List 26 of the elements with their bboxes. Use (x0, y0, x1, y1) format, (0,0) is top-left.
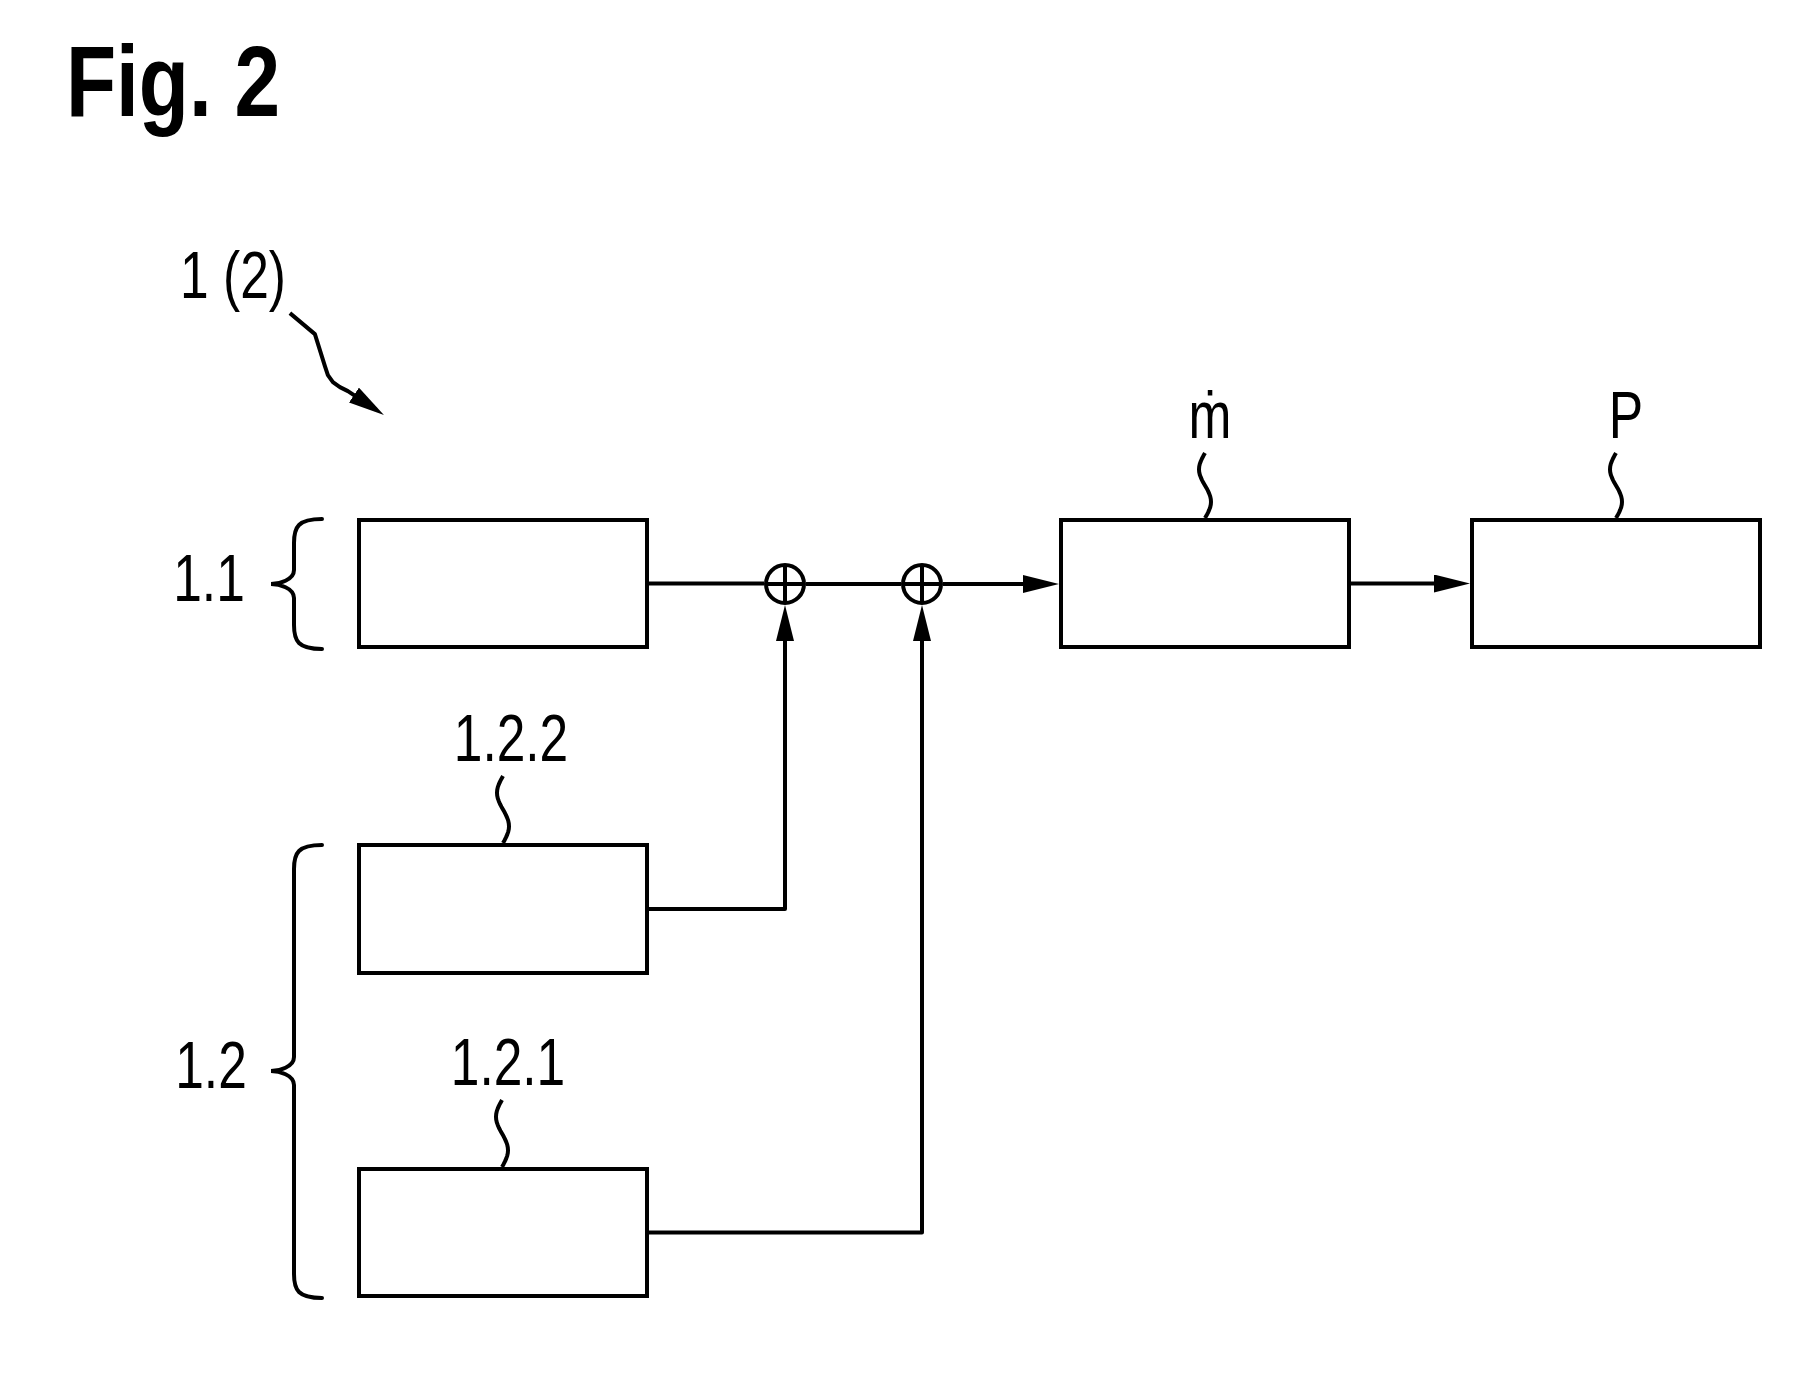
summing-junction (764, 563, 806, 605)
reference-numeral: 1.2.2 (453, 702, 569, 777)
leader-line (494, 1099, 510, 1168)
function-block (357, 1167, 649, 1298)
function-block (357, 518, 649, 649)
arrow (649, 605, 794, 911)
leader-arrow (288, 311, 384, 416)
arrow (649, 605, 931, 1235)
reference-numeral: 1.2 (175, 1029, 247, 1104)
reference-numeral: ṁ (1188, 379, 1232, 454)
connector-line (806, 582, 901, 586)
leader-line (495, 775, 511, 844)
summing-junction (901, 563, 943, 605)
function-block (357, 843, 649, 975)
reference-numeral: 1 (2) (180, 239, 286, 314)
figure-title: Fig. 2 (65, 25, 281, 138)
arrow (1351, 574, 1470, 593)
arrow (943, 575, 1059, 593)
leader-line (1197, 452, 1213, 520)
function-block (1059, 518, 1351, 649)
leader-line (1608, 452, 1624, 520)
connector-line (649, 581, 764, 586)
reference-numeral: 1.2.1 (450, 1026, 566, 1101)
reference-numeral: 1.1 (173, 542, 245, 617)
reference-numeral: P (1608, 379, 1644, 454)
function-block (1470, 518, 1762, 649)
